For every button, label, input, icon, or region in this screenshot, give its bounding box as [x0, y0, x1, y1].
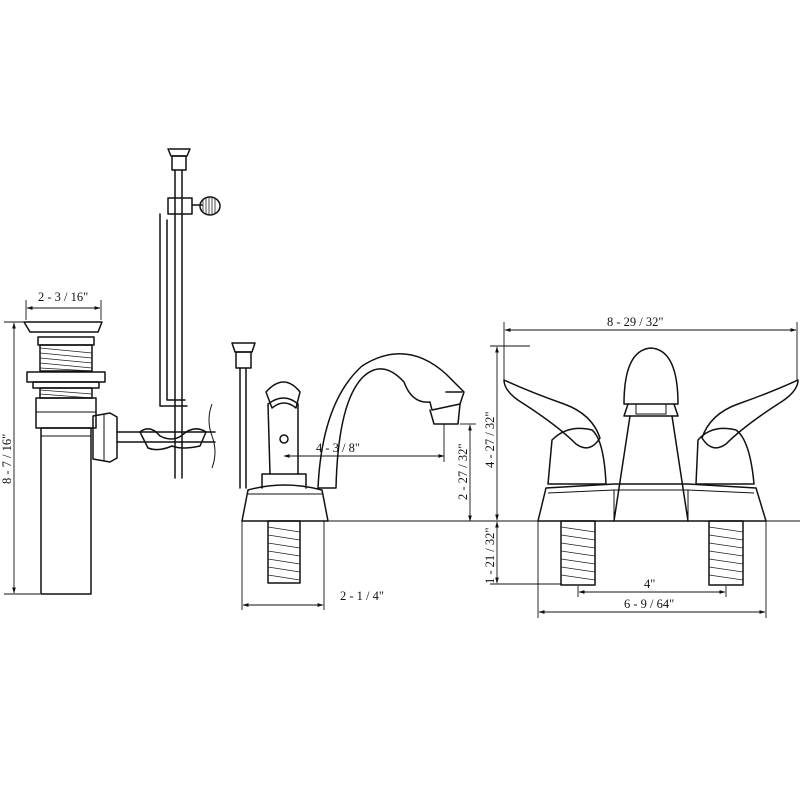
overall-width-label: 8 - 29 / 32" — [607, 315, 664, 329]
side-dimension-lines — [241, 423, 476, 610]
drain-width-label: 2 - 3 / 16" — [38, 290, 88, 304]
faucet-front-view — [328, 347, 800, 586]
overall-height-label: 4 - 27 / 32" — [483, 412, 497, 469]
spout-reach-label: 4 - 3 / 8" — [316, 441, 360, 455]
spout-height-label: 2 - 27 / 32" — [456, 444, 470, 501]
faucet-side-view — [208, 342, 465, 584]
base-width-label: 6 - 9 / 64" — [624, 597, 674, 611]
drain-assembly — [23, 321, 216, 595]
center-spacing-label: 4" — [644, 577, 655, 591]
base-depth-label: 2 - 1 / 4" — [340, 589, 384, 603]
front-dimension-lines — [490, 322, 798, 618]
drain-height-label: 8 - 7 / 16" — [0, 434, 14, 484]
drain-dimension-lines — [4, 300, 102, 595]
shank-length-label: 1 - 21 / 32" — [483, 528, 497, 585]
lift-rod-assembly — [139, 148, 221, 479]
